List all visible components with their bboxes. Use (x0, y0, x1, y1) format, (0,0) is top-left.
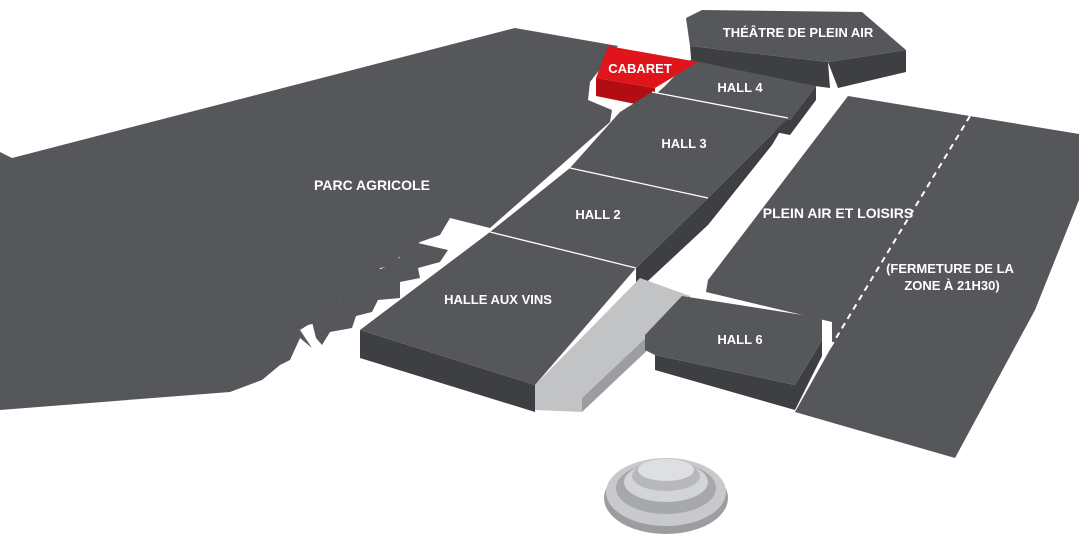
label-plein-air: PLEIN AIR ET LOISIRS (763, 205, 913, 221)
zone-hall-2[interactable]: HALL 2 (490, 167, 709, 292)
label-hall-3: HALL 3 (661, 136, 706, 151)
zone-terraces (312, 240, 448, 345)
label-parc-agricole: PARC AGRICOLE (314, 177, 430, 193)
label-hall-6: HALL 6 (717, 332, 762, 347)
label-fermeture-line2: ZONE À 21H30) (904, 278, 999, 293)
label-theatre: THÉÂTRE DE PLEIN AIR (723, 25, 874, 40)
label-cabaret: CABARET (608, 61, 672, 76)
zone-plein-air-loisirs[interactable]: PLEIN AIR ET LOISIRS (FERMETURE DE LA ZO… (706, 96, 1079, 458)
label-fermeture-line1: (FERMETURE DE LA (886, 261, 1014, 276)
zone-hall-6[interactable]: HALL 6 (645, 296, 822, 410)
label-halle-aux-vins: HALLE AUX VINS (444, 292, 552, 307)
zone-theatre-plein-air[interactable]: THÉÂTRE DE PLEIN AIR (686, 10, 906, 88)
round-arena (604, 458, 728, 534)
label-hall-4: HALL 4 (717, 80, 763, 95)
zone-halle-aux-vins[interactable]: HALLE AUX VINS (360, 231, 637, 412)
label-hall-2: HALL 2 (575, 207, 620, 222)
zone-hall-3[interactable]: HALL 3 (570, 91, 789, 225)
zone-parc-agricole[interactable]: PARC AGRICOLE (0, 28, 618, 410)
